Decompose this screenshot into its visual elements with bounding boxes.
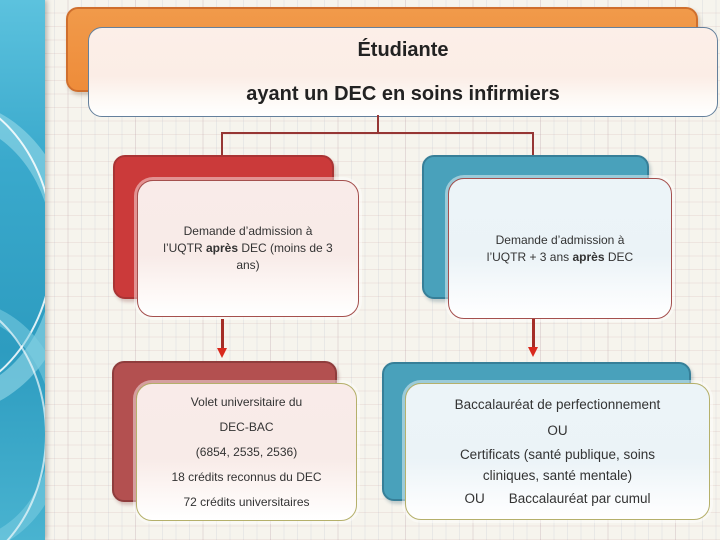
- program-right-box: Baccalauréat de perfectionnement OU Cert…: [405, 383, 710, 520]
- admission-right-line2-post: DEC: [604, 249, 634, 264]
- program-left-line: (6854, 2535, 2536): [195, 445, 298, 459]
- admission-left-line2-pre: l’UQTR: [163, 241, 206, 255]
- program-left-line: DEC-BAC: [219, 420, 274, 434]
- connector-drop-right: [532, 132, 534, 157]
- title-box: Étudiante ayant un DEC en soins infirmie…: [88, 27, 718, 117]
- program-right-or-1: OU: [547, 423, 568, 438]
- admission-left-text: Demande d’admission à l’UQTR après DEC (…: [163, 223, 332, 274]
- sidebar-decoration: [0, 0, 45, 540]
- program-right-bacc-cumul: Baccalauréat par cumul: [508, 491, 651, 506]
- connector-crossbar: [221, 132, 534, 134]
- admission-right-line2-pre: l’UQTR + 3 ans: [486, 249, 573, 264]
- down-arrow-right: [528, 319, 538, 357]
- down-arrow-left: [217, 319, 227, 358]
- program-left-line: 18 crédits reconnus du DEC: [171, 470, 322, 484]
- admission-right-line1: Demande d’admission à: [495, 232, 625, 247]
- admission-left-line2-post: DEC (moins de 3: [238, 241, 333, 255]
- connector-drop-left: [221, 132, 223, 157]
- program-right-bacc-perfectionnement: Baccalauréat de perfectionnement: [454, 397, 661, 412]
- title-line-2: ayant un DEC en soins infirmiers: [246, 83, 560, 105]
- admission-right-box: Demande d’admission à l’UQTR + 3 ans apr…: [448, 178, 672, 319]
- program-right-cumul-row: OU Baccalauréat par cumul: [406, 486, 709, 512]
- connector-stem: [377, 115, 379, 133]
- admission-right-line2-bold: après: [572, 249, 605, 264]
- admission-right-text: Demande d’admission à l’UQTR + 3 ans apr…: [487, 232, 633, 266]
- program-right-or-2: OU: [464, 491, 485, 506]
- title-line-1: Étudiante: [357, 39, 449, 61]
- program-left-line: Volet universitaire du: [190, 395, 303, 409]
- program-left-line: 72 crédits universitaires: [183, 495, 310, 509]
- admission-left-line3: ans): [236, 258, 260, 272]
- program-left-box: Volet universitaire du DEC-BAC (6854, 25…: [136, 383, 357, 521]
- admission-left-box: Demande d’admission à l’UQTR après DEC (…: [137, 180, 359, 317]
- program-right-cert-line2: cliniques, santé mentale): [482, 468, 633, 483]
- admission-left-line2-bold: après: [205, 241, 238, 255]
- program-right-cert-line1: Certificats (santé publique, soins: [459, 447, 656, 462]
- program-right-certificats: Certificats (santé publique, soins clini…: [406, 444, 709, 486]
- admission-left-line1: Demande d’admission à: [183, 224, 313, 238]
